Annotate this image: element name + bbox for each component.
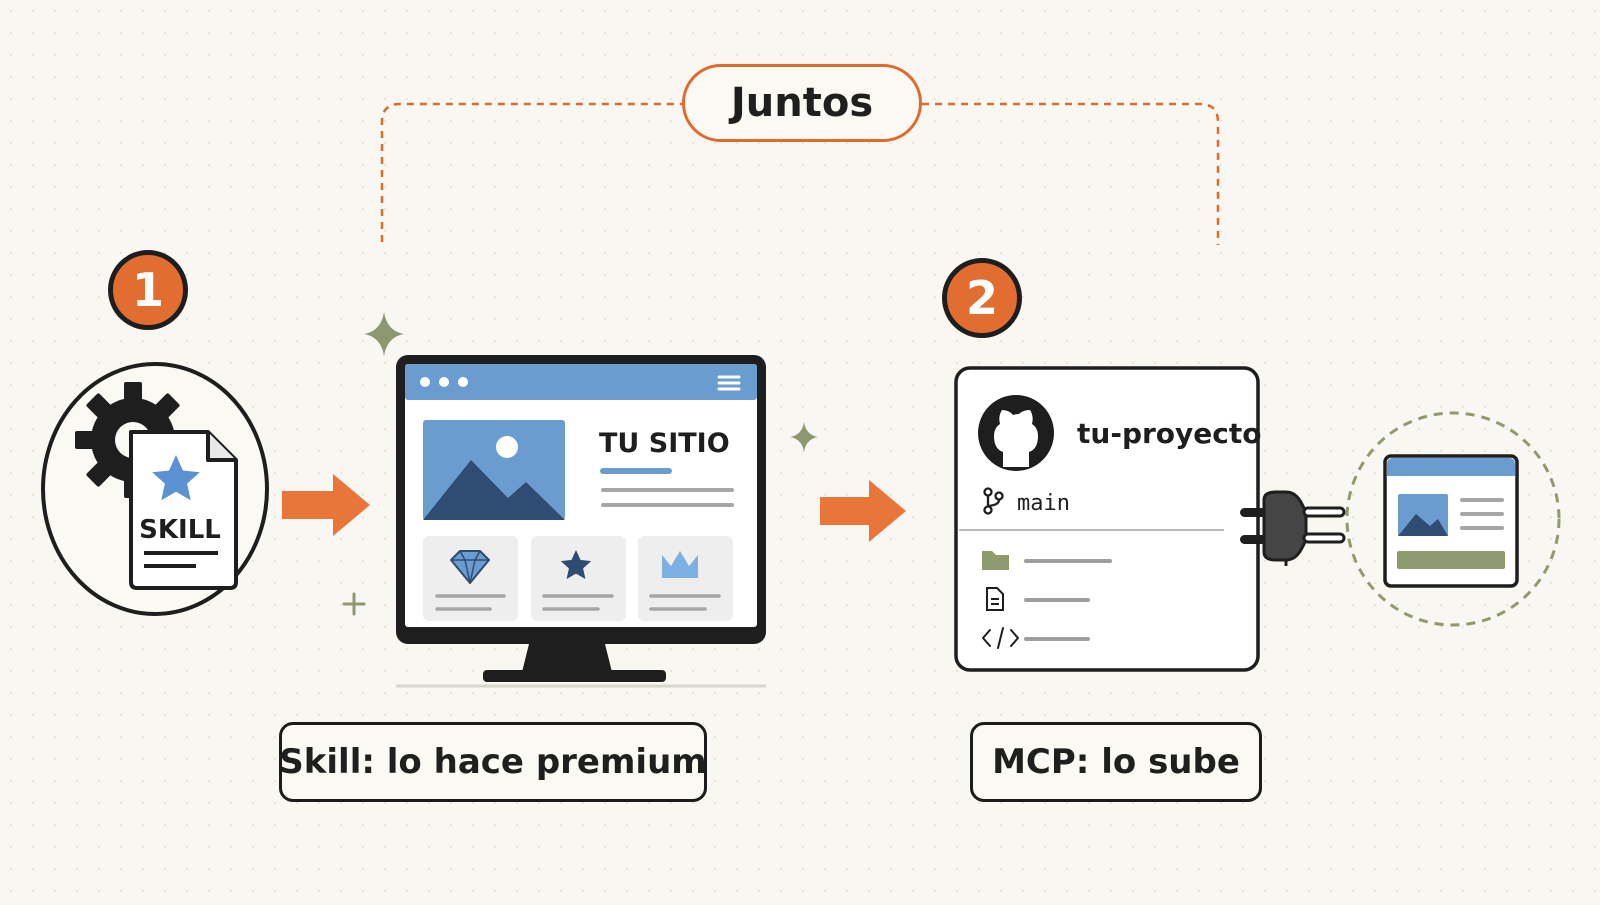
star-icon [152,455,200,501]
feature-card-crown [638,536,733,621]
sparkle-icon [342,592,366,616]
folder-icon [982,551,1009,570]
skill-icon-label: SKILL [139,515,221,545]
arrow-right-2 [820,480,906,542]
together-badge: Juntos [682,64,922,142]
menu-icon[interactable] [717,375,741,391]
mcp-caption: MCP: lo sube [970,722,1262,802]
crown-icon [662,551,698,578]
site-title: TU SITIO [599,428,730,459]
step-1-badge: 1 [108,250,188,330]
file-icon [986,587,1004,611]
deploy-target-circle [1345,411,1561,627]
monitor [396,355,766,688]
diamond-icon [450,550,490,584]
github-icon[interactable] [978,395,1054,471]
document-icon [129,430,238,590]
browser-header [405,364,757,400]
branch-icon [983,487,1004,515]
repository-name: tu-proyecto [1077,417,1262,450]
star-icon [560,550,592,579]
step-2-badge: 2 [942,258,1022,338]
arrow-right-1 [282,474,370,536]
sparkle-icon [364,312,404,356]
branch-name: main [1017,491,1070,516]
plug-icon [1240,490,1346,566]
feature-card-diamond [423,536,518,621]
together-connector [380,102,1220,245]
sparkle-icon [790,422,818,452]
code-icon [982,627,1019,649]
skill-caption: Skill: lo hace premium [279,722,707,802]
image-icon [423,420,565,520]
feature-card-star [531,536,626,621]
site-preview [1383,454,1519,588]
window-dots [420,377,468,387]
